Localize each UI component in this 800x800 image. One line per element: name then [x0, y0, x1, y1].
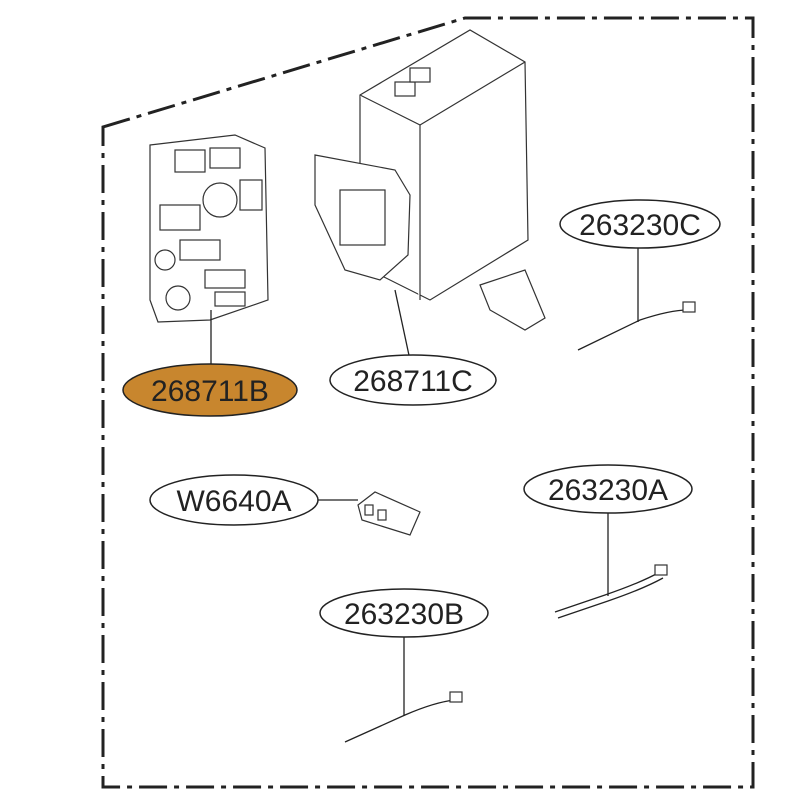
assembly-boundary — [101, 16, 755, 789]
connector-w6640a-part[interactable] — [357, 491, 421, 536]
label-263230a[interactable]: 263230A — [523, 464, 693, 514]
part-number: 263230C — [579, 209, 701, 242]
label-w6640a[interactable]: W6640A — [149, 474, 319, 526]
sensor-263230a-part[interactable] — [554, 564, 668, 619]
label-263230b[interactable]: 263230B — [319, 588, 489, 638]
part-number: W6640A — [176, 485, 291, 518]
pcb-board-part[interactable] — [149, 134, 269, 323]
label-268711b[interactable]: 268711B — [122, 363, 298, 417]
label-268711c[interactable]: 268711C — [329, 354, 497, 406]
sensor-263230c-part[interactable] — [577, 301, 696, 351]
sensor-263230b-part[interactable] — [344, 691, 463, 743]
label-263230c[interactable]: 263230C — [559, 199, 721, 249]
part-number: 268711B — [151, 375, 269, 408]
part-number: 263230B — [344, 598, 464, 631]
part-number: 268711C — [353, 365, 473, 398]
part-number: 263230A — [548, 474, 668, 507]
control-box-part[interactable] — [314, 29, 546, 331]
